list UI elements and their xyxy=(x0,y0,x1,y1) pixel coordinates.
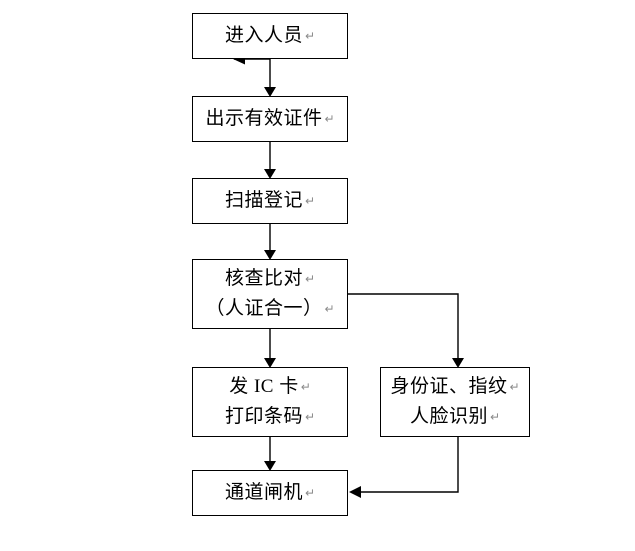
pilcrow-icon: ↵ xyxy=(324,302,335,316)
connector-biometric-to-gate xyxy=(349,437,459,498)
pilcrow-icon: ↵ xyxy=(300,380,311,394)
pilcrow-icon: ↵ xyxy=(304,194,316,208)
pilcrow-icon: ↵ xyxy=(304,272,316,286)
node-scan-register[interactable]: 扫描登记↵ xyxy=(192,178,348,224)
node-verify-compare-line-1: 核查比对↵ xyxy=(224,268,316,289)
node-verify-compare-line-2: （人证合一）↵ xyxy=(205,298,335,319)
pilcrow-icon: ↵ xyxy=(304,486,316,500)
pilcrow-icon: ↵ xyxy=(304,29,316,43)
node-entry-personnel[interactable]: 进入人员↵ xyxy=(192,13,348,59)
node-verify-compare[interactable]: 核查比对↵ （人证合一）↵ xyxy=(192,259,348,329)
pilcrow-icon: ↵ xyxy=(509,380,520,394)
node-channel-gate-line-1: 通道闸机↵ xyxy=(224,482,316,503)
node-biometric-recognition-line-1: 身份证、指纹↵ xyxy=(390,376,520,397)
node-show-valid-id-line-1: 出示有效证件↵ xyxy=(205,108,335,129)
node-issue-ic-card[interactable]: 发 IC 卡↵ 打印条码↵ xyxy=(192,367,348,437)
pilcrow-icon: ↵ xyxy=(489,410,501,424)
arrowhead-gate-right xyxy=(349,486,361,498)
node-show-valid-id[interactable]: 出示有效证件↵ xyxy=(192,96,348,142)
pilcrow-icon: ↵ xyxy=(324,112,335,126)
node-entry-personnel-line-1: 进入人员↵ xyxy=(224,25,316,46)
line-biometric-to-gate xyxy=(360,437,459,493)
line-verify-to-biometric xyxy=(348,293,459,359)
node-issue-ic-card-line-1: 发 IC 卡↵ xyxy=(229,376,311,397)
pilcrow-icon: ↵ xyxy=(304,410,316,424)
node-biometric-recognition-line-2: 人脸识别↵ xyxy=(409,406,501,427)
node-channel-gate[interactable]: 通道闸机↵ xyxy=(192,470,348,516)
connector-verify-to-biometric xyxy=(348,293,464,368)
node-scan-register-line-1: 扫描登记↵ xyxy=(224,190,316,211)
node-issue-ic-card-line-2: 打印条码↵ xyxy=(224,406,316,427)
node-biometric-recognition[interactable]: 身份证、指纹↵ 人脸识别↵ xyxy=(380,367,530,437)
